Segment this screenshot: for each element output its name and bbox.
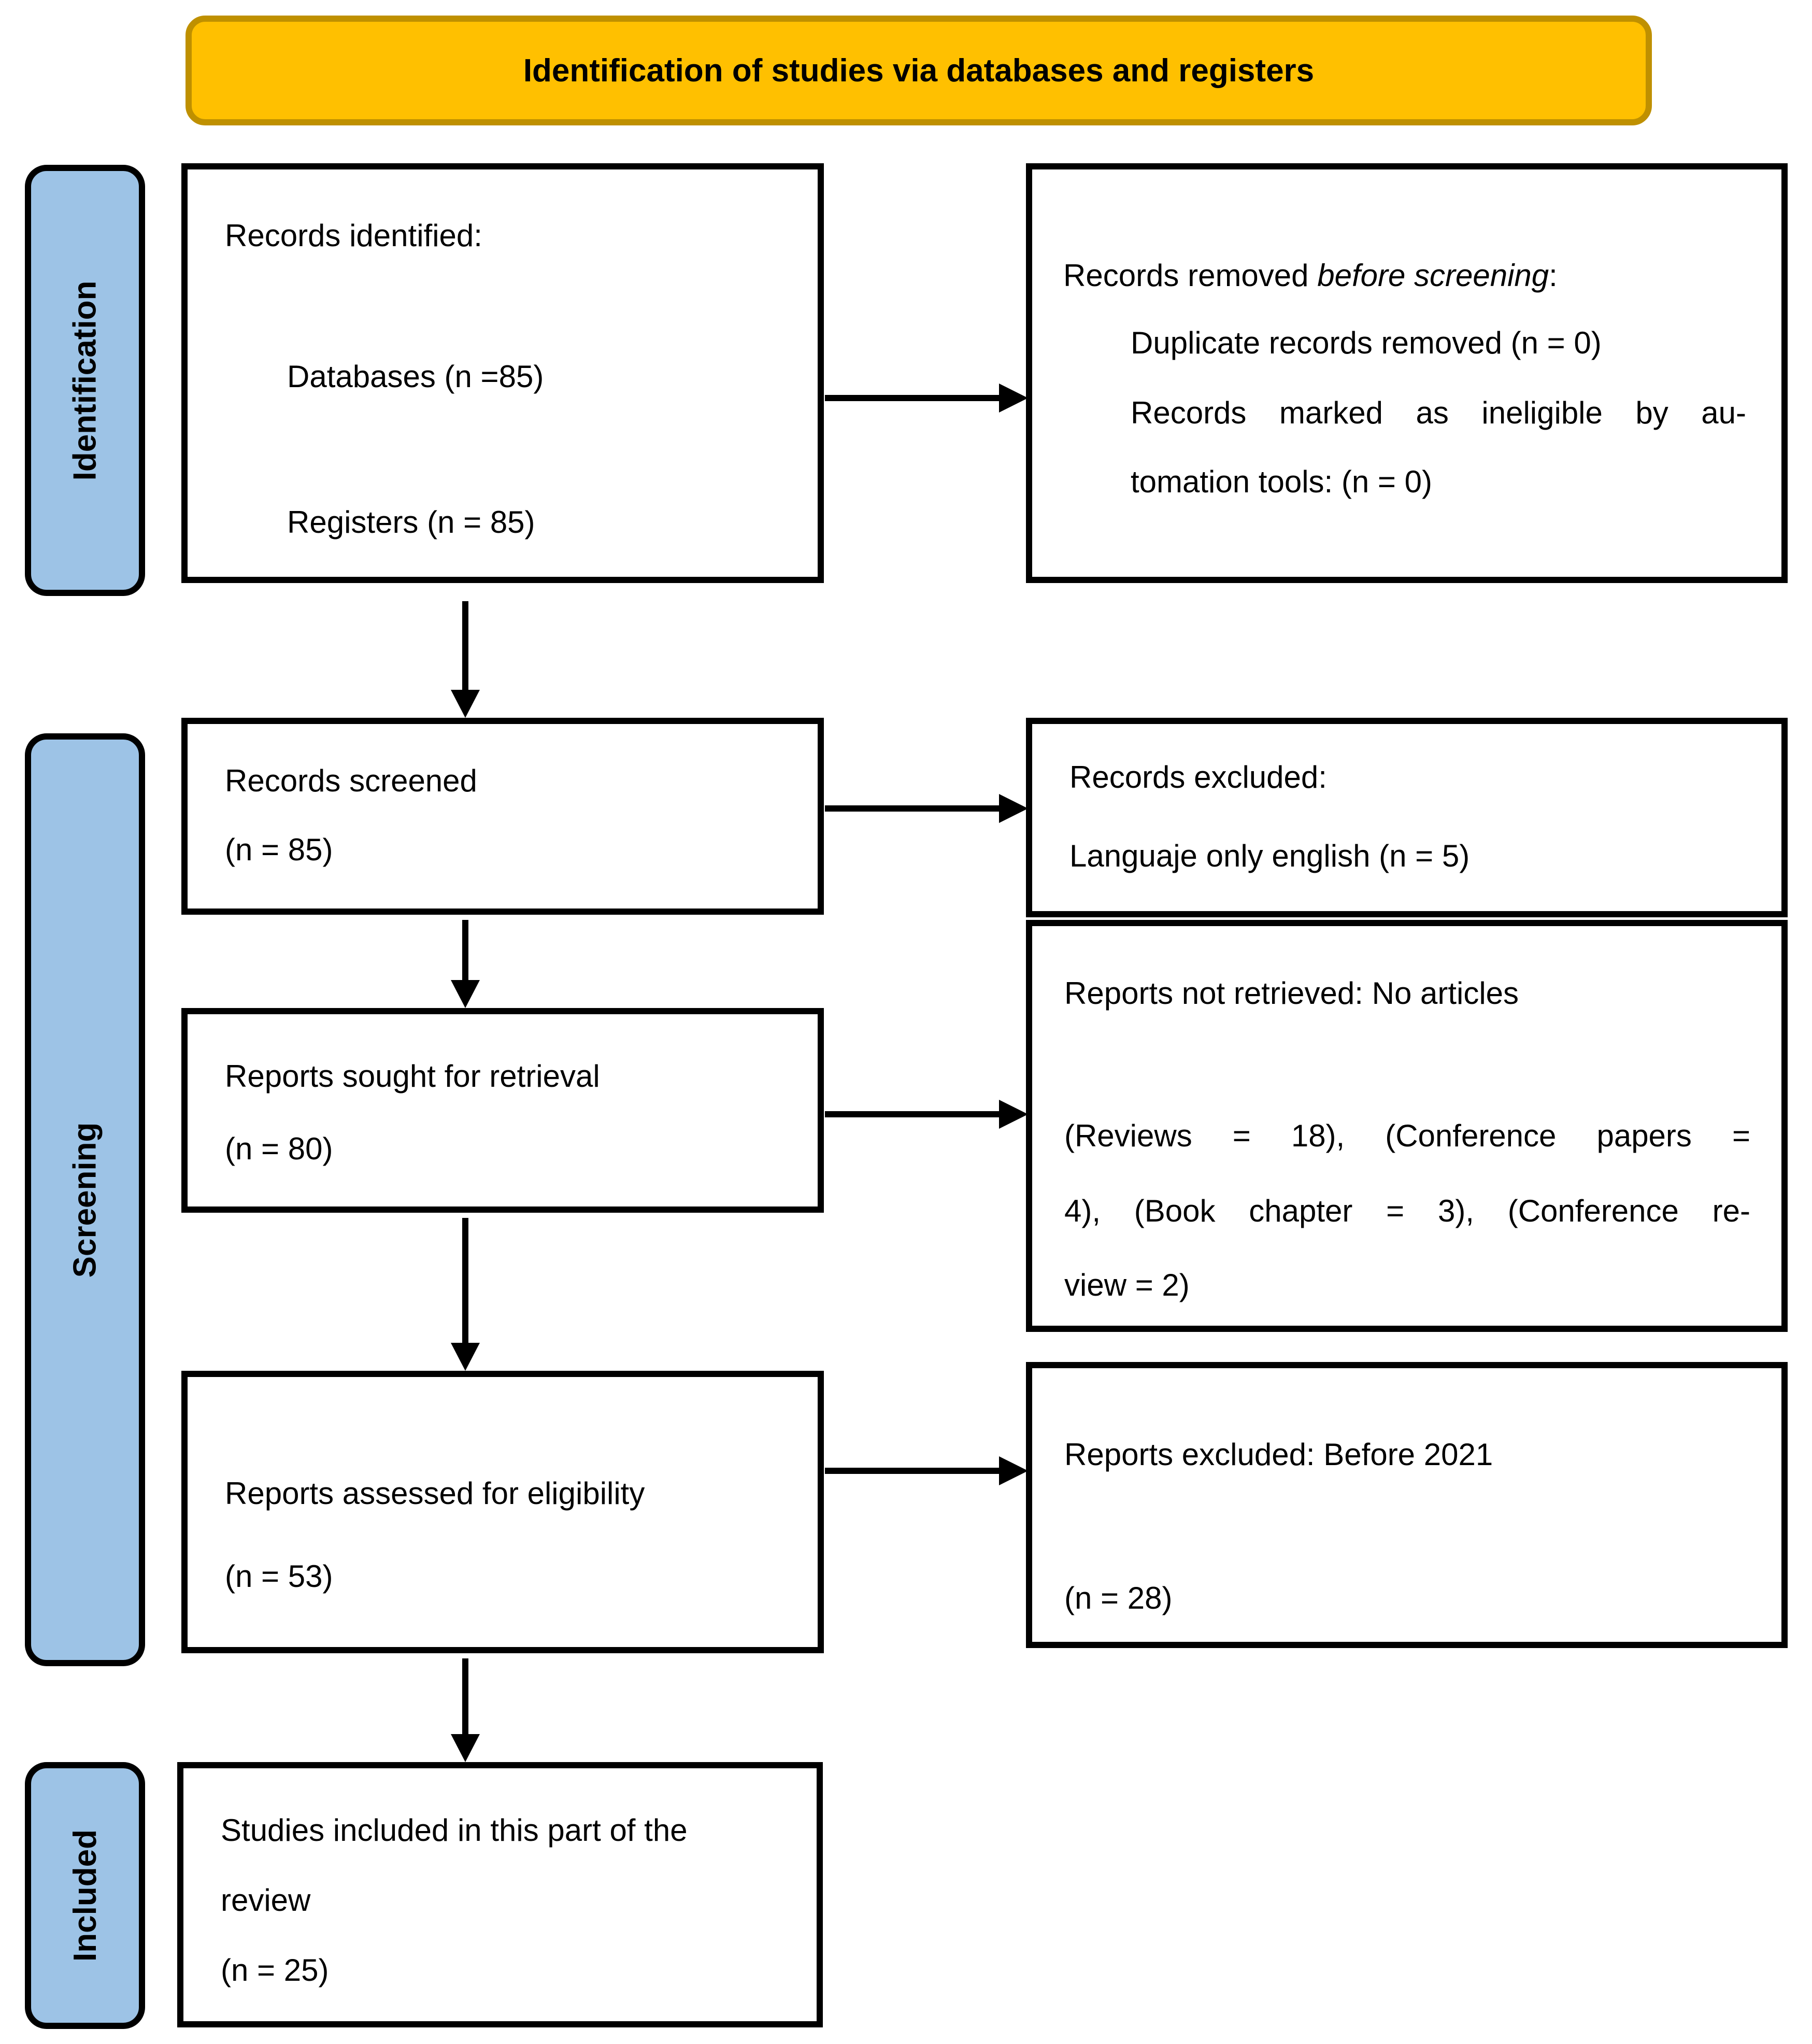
records-excluded-reason: Languaje only english (n = 5) [1069, 839, 1470, 873]
sidebar-screening: Screening [25, 733, 145, 1666]
records-identified-registers: Registers (n = 85) [287, 505, 535, 540]
reports-assessed-title: Reports assessed for eligibility [225, 1476, 645, 1511]
arrow-identified-to-removed-line [825, 395, 1001, 401]
studies-included-line2: review [221, 1883, 311, 1918]
records-removed-automation-line1: Records marked as ineligible by au- [1131, 395, 1746, 430]
arrow-sought-to-assessed-head-icon [451, 1343, 480, 1371]
reports-not-retrieved-detail-line1: (Reviews = 18), (Conference papers = [1064, 1118, 1750, 1153]
box-reports-assessed: Reports assessed for eligibility (n = 53… [181, 1371, 824, 1653]
arrow-screened-to-sought-line [462, 920, 468, 980]
banner-title: Identification of studies via databases … [523, 52, 1315, 89]
studies-included-count: (n = 25) [221, 1953, 329, 1988]
reports-sought-count: (n = 80) [225, 1131, 333, 1166]
reports-not-retrieved-detail-line3: view = 2) [1064, 1268, 1190, 1302]
reports-assessed-count: (n = 53) [225, 1559, 333, 1594]
studies-included-line1: Studies included in this part of the [221, 1813, 688, 1848]
sidebar-identification: Identification [25, 165, 145, 596]
arrow-assessed-to-excluded-line [825, 1468, 1001, 1474]
box-reports-not-retrieved: Reports not retrieved: No articles (Revi… [1026, 920, 1788, 1332]
arrow-assessed-to-excluded-head-icon [999, 1456, 1028, 1485]
header-banner: Identification of studies via databases … [186, 16, 1652, 125]
records-screened-title: Records screened [225, 763, 477, 798]
records-removed-title-suffix: : [1549, 258, 1558, 293]
reports-excluded-2021-count: (n = 28) [1064, 1581, 1173, 1615]
records-removed-title: Records removed before screening: [1063, 258, 1558, 294]
reports-sought-title: Reports sought for retrieval [225, 1059, 600, 1094]
records-screened-count: (n = 85) [225, 832, 333, 867]
box-studies-included: Studies included in this part of the rev… [177, 1762, 823, 2027]
arrow-screened-to-excluded-head-icon [999, 794, 1028, 823]
records-removed-title-italic: before screening [1317, 258, 1549, 293]
arrow-assessed-to-included-line [462, 1658, 468, 1734]
arrow-sought-to-assessed-line [462, 1218, 468, 1343]
arrow-sought-to-not-retrieved-head-icon [999, 1100, 1028, 1129]
box-records-removed: Records removed before screening: Duplic… [1026, 163, 1788, 583]
arrow-identified-to-screened-line [462, 601, 468, 690]
arrow-screened-to-excluded-line [825, 805, 1001, 812]
records-identified-databases: Databases (n =85) [287, 359, 544, 394]
reports-not-retrieved-detail-line2: 4), (Book chapter = 3), (Conference re- [1064, 1194, 1750, 1228]
sidebar-screening-label: Screening [67, 1122, 103, 1278]
reports-not-retrieved-title: Reports not retrieved: No articles [1064, 976, 1519, 1011]
records-excluded-title: Records excluded: [1069, 760, 1327, 794]
arrow-screened-to-sought-head-icon [451, 980, 480, 1008]
records-removed-title-prefix: Records removed [1063, 258, 1318, 293]
reports-excluded-2021-title: Reports excluded: Before 2021 [1064, 1437, 1493, 1472]
box-records-excluded: Records excluded: Languaje only english … [1026, 718, 1788, 917]
sidebar-identification-label: Identification [67, 280, 103, 480]
box-reports-sought: Reports sought for retrieval (n = 80) [181, 1008, 824, 1213]
records-removed-duplicates: Duplicate records removed (n = 0) [1131, 325, 1602, 360]
sidebar-included: Included [25, 1762, 145, 2029]
box-records-screened: Records screened (n = 85) [181, 718, 824, 915]
arrow-identified-to-screened-head-icon [451, 690, 480, 718]
arrow-sought-to-not-retrieved-line [825, 1111, 1001, 1117]
box-reports-excluded-2021: Reports excluded: Before 2021 (n = 28) [1026, 1362, 1788, 1648]
arrow-assessed-to-included-head-icon [451, 1734, 480, 1762]
sidebar-included-label: Included [67, 1829, 103, 1962]
records-removed-automation-line2: tomation tools: (n = 0) [1131, 464, 1432, 499]
arrow-identified-to-removed-head-icon [999, 384, 1028, 413]
records-identified-title: Records identified: [225, 218, 482, 253]
box-records-identified: Records identified: Databases (n =85) Re… [181, 163, 824, 583]
